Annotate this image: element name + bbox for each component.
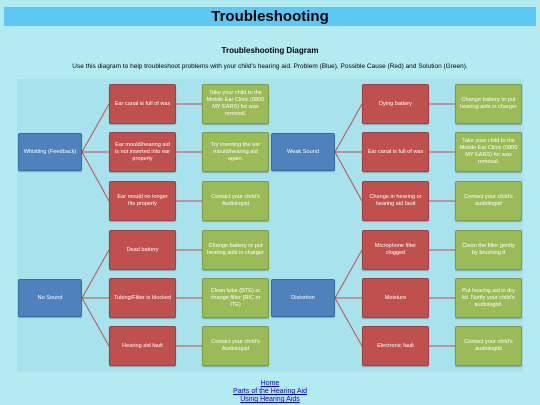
link-home[interactable]: Home (260, 380, 280, 387)
problem-distortion: Distortion (271, 279, 335, 317)
solution-distortion-audiologist: Contact your child's audiologist (455, 326, 522, 366)
solution-weak-audiologist: Contact your child's audiologist (455, 181, 522, 221)
link-parts-of-hearing-aid[interactable]: Parts of the Hearing Aid (233, 388, 307, 395)
solution-whistling-audiologist: Contact your child's Audiologist (202, 181, 269, 221)
connector (81, 151, 110, 202)
solution-distortion-dry-kit: Put hearing aid in dry kit. Notify your … (455, 278, 522, 318)
page-banner-title: Troubleshooting (4, 7, 536, 26)
solution-nosound-battery: Change battery or put hearing aids in ch… (202, 230, 269, 270)
cause-nosound-tubing: Tubing/Filter is blocked (109, 278, 176, 318)
problem-whistling-feedback: Whistling (Feedback) (18, 133, 82, 171)
connector (81, 297, 110, 347)
problem-weak-sound: Weak Sound (271, 133, 335, 171)
cause-weak-dying-battery: Dying battery (362, 84, 429, 124)
solution-weak-wax: Take your child to the Mobile Ear Clinic… (455, 132, 522, 172)
cause-distortion-electronic: Electronic fault (362, 326, 429, 366)
cause-weak-wax: Ear canal is full of wax (362, 132, 429, 172)
diagram-title: Troubleshooting Diagram (221, 46, 319, 55)
link-using-hearing-aids[interactable]: Using Hearing Aids (240, 396, 300, 403)
cause-whistling-not-inserted: Ear mould/hearing aid is not inserted in… (109, 132, 176, 172)
diagram-panel (17, 79, 523, 372)
cause-nosound-dead-battery: Dead battery (109, 230, 176, 270)
connector (334, 103, 363, 153)
connector (81, 103, 110, 153)
cause-whistling-mould-fit: Ear mould no longer fits properly (109, 181, 176, 221)
solution-nosound-audiologist: Contact your child's Audiologist (202, 326, 269, 366)
cause-distortion-moisture: Moisture (362, 278, 429, 318)
cause-distortion-mic-filter: Microphone filter clogged (362, 230, 429, 270)
solution-whistling-reinsert: Try inserting the ear mould/hearing aid … (202, 132, 269, 172)
solution-weak-battery: Change battery or put hearing aids in ch… (455, 84, 522, 124)
solution-nosound-clean-tube: Clean tube (BTE) or change filter (RIC o… (202, 278, 269, 318)
problem-no-sound: No Sound (18, 279, 82, 317)
footer-links: Home Parts of the Hearing Aid Using Hear… (0, 380, 540, 404)
connector (334, 151, 363, 202)
connector (334, 297, 363, 347)
connector (334, 249, 363, 299)
solution-whistling-wax: Take your child to the Mobile Ear Clinic… (202, 84, 269, 124)
cause-whistling-wax: Ear canal is full of wax (109, 84, 176, 124)
diagram-description: Use this diagram to help troubleshoot pr… (72, 63, 468, 70)
cause-weak-hearing-change: Change in hearing or hearing aid fault (362, 181, 429, 221)
solution-distortion-brush-filter: Clean the filter gently by brushing it (455, 230, 522, 270)
cause-nosound-fault: Hearing aid fault (109, 326, 176, 366)
connector (81, 249, 110, 299)
